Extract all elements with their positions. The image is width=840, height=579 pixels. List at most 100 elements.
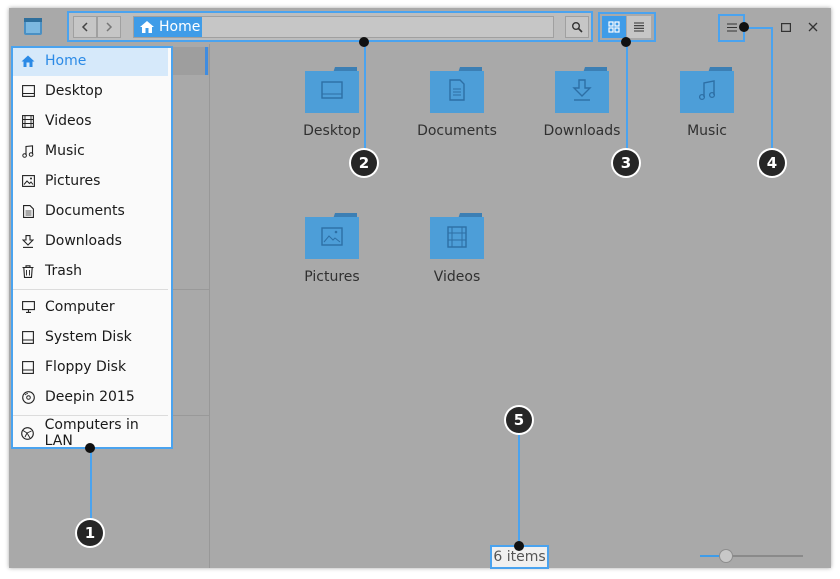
sidebar-item-label: Computer <box>45 299 115 315</box>
sidebar-item-downloads[interactable]: Downloads <box>11 226 168 256</box>
downloads-folder-icon <box>555 67 609 113</box>
file-item-label: Documents <box>417 123 497 139</box>
sidebar-item-label: Music <box>45 143 85 159</box>
file-item-label: Desktop <box>303 123 361 139</box>
sidebar: Home Desktop Videos Music Pictures Docum… <box>11 46 172 449</box>
file-item-pictures[interactable]: Pictures <box>277 201 387 291</box>
sidebar-item-label: Videos <box>45 113 92 129</box>
zoom-slider-handle[interactable] <box>719 549 733 563</box>
callout-4-line <box>771 27 773 163</box>
file-item-desktop[interactable]: Desktop <box>277 55 387 145</box>
callout-5-anchor <box>514 541 524 551</box>
callout-4-anchor <box>739 22 749 32</box>
sidebar-item-videos[interactable]: Videos <box>11 106 168 136</box>
sidebar-item-pictures[interactable]: Pictures <box>11 166 168 196</box>
search-icon <box>572 22 583 33</box>
document-icon <box>21 204 35 218</box>
sidebar-item-computer[interactable]: Computer <box>11 292 168 322</box>
sidebar-item-desktop[interactable]: Desktop <box>11 76 168 106</box>
home-icon <box>21 54 35 68</box>
computer-icon <box>21 300 35 314</box>
chevron-right-icon <box>106 22 113 32</box>
file-item-label: Pictures <box>304 269 360 285</box>
breadcrumb-home[interactable]: Home <box>134 17 202 37</box>
sidebar-item-trash[interactable]: Trash <box>11 256 168 286</box>
search-button[interactable] <box>565 16 589 38</box>
desktop-folder-icon <box>305 67 359 113</box>
file-item-label: Videos <box>433 269 481 285</box>
callout-2-line <box>364 42 366 162</box>
sidebar-separator <box>11 289 168 290</box>
callout-2: 2 <box>351 150 377 176</box>
maximize-icon <box>781 22 791 32</box>
main-menu-button[interactable] <box>721 17 743 37</box>
callout-4: 4 <box>759 150 785 176</box>
callout-5: 5 <box>506 407 532 433</box>
sidebar-item-label: Desktop <box>45 83 103 99</box>
zoom-slider-fill <box>700 555 726 557</box>
sidebar-item-floppy-disk[interactable]: Floppy Disk <box>11 352 168 382</box>
grid-icon <box>608 21 620 33</box>
breadcrumb[interactable]: Home <box>133 16 554 38</box>
status-item-count: 6 items <box>490 545 549 568</box>
callout-4-line <box>744 27 772 29</box>
sidebar-item-music[interactable]: Music <box>11 136 168 166</box>
sidebar-item-computers-in-lan[interactable]: Computers in LAN <box>11 417 168 449</box>
callout-1-anchor <box>85 443 95 453</box>
disk-icon <box>21 330 35 344</box>
sidebar-divider <box>172 289 209 290</box>
callout-3-line <box>626 42 628 162</box>
home-icon <box>140 21 154 33</box>
menu-icon <box>727 22 737 32</box>
documents-folder-icon <box>430 67 484 113</box>
callout-3: 3 <box>613 150 639 176</box>
sidebar-item-deepin-2015[interactable]: Deepin 2015 <box>11 382 168 412</box>
sidebar-selection-strip <box>172 47 209 75</box>
pictures-folder-icon <box>305 213 359 259</box>
sidebar-highlight <box>11 46 173 449</box>
sidebar-item-label: Pictures <box>45 173 101 189</box>
list-icon <box>634 22 644 32</box>
sidebar-item-system-disk[interactable]: System Disk <box>11 322 168 352</box>
breadcrumb-home-label: Home <box>159 19 201 35</box>
cd-icon <box>21 390 35 404</box>
sidebar-item-label: Documents <box>45 203 125 219</box>
file-item-videos[interactable]: Videos <box>402 201 512 291</box>
maximize-button[interactable] <box>775 17 797 37</box>
sidebar-item-label: Home <box>45 53 87 69</box>
file-item-label: Music <box>687 123 727 139</box>
icon-view-button[interactable] <box>602 16 626 38</box>
chevron-left-icon <box>81 22 88 32</box>
sidebar-item-label: Computers in LAN <box>44 417 139 449</box>
picture-icon <box>21 174 35 188</box>
trash-icon <box>21 264 35 278</box>
file-item-downloads[interactable]: Downloads <box>527 55 637 145</box>
back-button[interactable] <box>73 16 97 38</box>
sidebar-item-label: Trash <box>45 263 82 279</box>
music-folder-icon <box>680 67 734 113</box>
file-item-label: Downloads <box>543 123 621 139</box>
zoom-slider-track[interactable] <box>700 555 803 557</box>
network-icon <box>21 426 35 440</box>
sidebar-item-label: System Disk <box>45 329 132 345</box>
sidebar-item-home[interactable]: Home <box>11 46 168 76</box>
callout-3-anchor <box>621 37 631 47</box>
list-view-button[interactable] <box>627 16 651 38</box>
desktop-icon <box>21 84 35 98</box>
forward-button[interactable] <box>97 16 121 38</box>
sidebar-item-documents[interactable]: Documents <box>11 196 168 226</box>
videos-folder-icon <box>430 213 484 259</box>
sidebar-item-label: Deepin 2015 <box>45 389 135 405</box>
sidebar-divider <box>172 415 209 416</box>
floppy-icon <box>21 360 35 374</box>
file-item-documents[interactable]: Documents <box>402 55 512 145</box>
file-item-music[interactable]: Music <box>652 55 762 145</box>
close-button[interactable] <box>802 17 824 37</box>
sidebar-selection-indicator <box>205 47 208 75</box>
download-icon <box>21 234 35 248</box>
app-logo-icon <box>24 18 42 35</box>
callout-1: 1 <box>77 520 103 546</box>
music-icon <box>21 144 35 158</box>
sidebar-item-label: Downloads <box>45 233 122 249</box>
callout-5-line <box>518 420 520 546</box>
